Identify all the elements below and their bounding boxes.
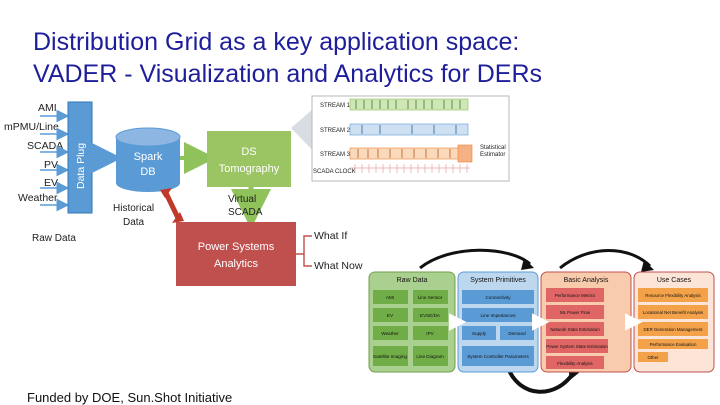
power-systems-analytics-box xyxy=(176,222,296,286)
raw-item-ipv: IPV xyxy=(426,331,434,336)
system-primitives-cells xyxy=(462,290,534,366)
raw-item-satellite: Satellite Imaging xyxy=(373,354,407,359)
data-plug-bar xyxy=(67,101,93,214)
use-cases-title: Use Cases xyxy=(657,277,692,284)
data-plug-label: Data Plug xyxy=(75,143,87,189)
prim-item-demand: Demand xyxy=(508,331,526,336)
historical-data-line1: Historical xyxy=(113,203,154,214)
basic-item-power-system-state: Power System State Estimation xyxy=(546,344,608,349)
cycle-arrow-bottom xyxy=(506,367,576,394)
basic-item-ml-power-flow: ML Power Flow xyxy=(560,310,591,315)
prim-item-supply: Supply xyxy=(472,331,487,336)
input-ami: AMI xyxy=(38,102,57,114)
raw-item-ami: AMI xyxy=(386,295,394,300)
basic-item-performance: Performance Metrics xyxy=(555,293,596,298)
stream-2-lane xyxy=(349,123,469,136)
stream-panel: STREAM 1 STREAM 2 STREAM 3 SCADA CLOCK S… xyxy=(291,95,510,182)
input-weather: Weather xyxy=(18,192,58,204)
basic-item-network-state: Network State Estimation xyxy=(550,327,600,332)
ds-tomography-line2: Tomography xyxy=(219,163,280,175)
slide-title-line1: Distribution Grid as a key application s… xyxy=(33,28,520,56)
estimator-line1: Statistical xyxy=(480,145,506,151)
use-item-locational-net-benefit: Locational Net Benefit Analysis xyxy=(643,310,704,315)
cycle-arrow-top xyxy=(419,248,532,270)
input-arrows xyxy=(40,109,70,212)
prim-item-controller: System Controller Parameters xyxy=(467,354,529,359)
what-if-label: What If xyxy=(314,230,347,242)
input-ev: EV xyxy=(44,177,58,189)
what-now-label: What Now xyxy=(314,260,363,272)
spark-db-line1: Spark xyxy=(134,151,163,163)
prim-item-line-impedances: Line Impedances xyxy=(481,313,517,318)
use-cases-cells xyxy=(638,288,708,362)
stream-1-label: STREAM 1 xyxy=(320,103,351,109)
spark-db-cylinder: Spark DB xyxy=(115,127,181,192)
raw-data-cells xyxy=(373,290,448,366)
estimator-block xyxy=(457,144,473,163)
basic-item-flexibility: Flexibility Analysis xyxy=(557,361,593,366)
outcome-arrows xyxy=(296,235,312,267)
input-labels: AMI mPMU/Line SCADA PV EV Weather xyxy=(4,102,63,204)
historical-data-line2: Data xyxy=(123,217,145,228)
ds-tomography-box xyxy=(207,131,291,187)
basic-analysis-cells xyxy=(546,288,608,369)
historical-data-arrow xyxy=(160,188,184,223)
cycle-arrow-top-right xyxy=(559,249,652,270)
analytics-line1: Power Systems xyxy=(198,241,275,253)
input-pv: PV xyxy=(44,159,58,171)
input-mpmu: mPMU/Line xyxy=(4,121,59,133)
use-item-other: Other xyxy=(648,355,660,360)
system-primitives-title: System Primitives xyxy=(470,277,526,284)
raw-item-line-diagram: Line Diagram xyxy=(416,354,443,359)
use-item-resource-flexibility: Resource Flexibility Analysis xyxy=(645,293,701,298)
analytics-line2: Analytics xyxy=(214,258,259,270)
stream-1-ticks xyxy=(355,100,461,109)
estimator-line2: Estimator xyxy=(480,152,505,158)
flow-diagram: Raw Data AMI Line Sensor EV EVSE/DA Weat… xyxy=(368,248,715,394)
basic-analysis-title: Basic Analysis xyxy=(564,277,609,284)
stream-1-lane xyxy=(349,98,469,111)
use-item-performance-evaluation: Performance Evaluation xyxy=(650,342,697,347)
ds-tomography-line1: DS xyxy=(241,146,256,158)
raw-item-evse: EVSE/DA xyxy=(420,313,441,318)
raw-data-title: Raw Data xyxy=(397,277,428,284)
spark-db-line2: DB xyxy=(140,166,155,178)
raw-item-weather: Weather xyxy=(381,331,399,336)
prim-item-connectivity: Connectivity xyxy=(485,295,511,300)
funding-footer: Funded by DOE, Sun.Shot Initiative xyxy=(27,390,233,405)
stream-2-label: STREAM 2 xyxy=(320,128,351,134)
stream-3-ticks xyxy=(357,149,451,158)
virtual-scada-line2: SCADA xyxy=(228,207,263,218)
stream-2-ticks xyxy=(361,125,457,134)
use-item-der-generation: DER Generation Management xyxy=(643,327,703,332)
raw-data-caption: Raw Data xyxy=(32,233,76,244)
scada-clock-label: SCADA CLOCK xyxy=(313,169,356,175)
stream-3-label: STREAM 3 xyxy=(320,152,351,158)
raw-item-line-sensor: Line Sensor xyxy=(418,295,443,300)
scada-clock-ticks xyxy=(350,164,470,173)
slide-title-line2: VADER - Visualization and Analytics for … xyxy=(33,60,543,88)
raw-item-ev: EV xyxy=(387,313,394,318)
input-scada: SCADA xyxy=(27,140,63,152)
virtual-scada-line1: Virtual xyxy=(228,194,256,205)
slide-title: Distribution Grid as a key application s… xyxy=(33,26,542,90)
